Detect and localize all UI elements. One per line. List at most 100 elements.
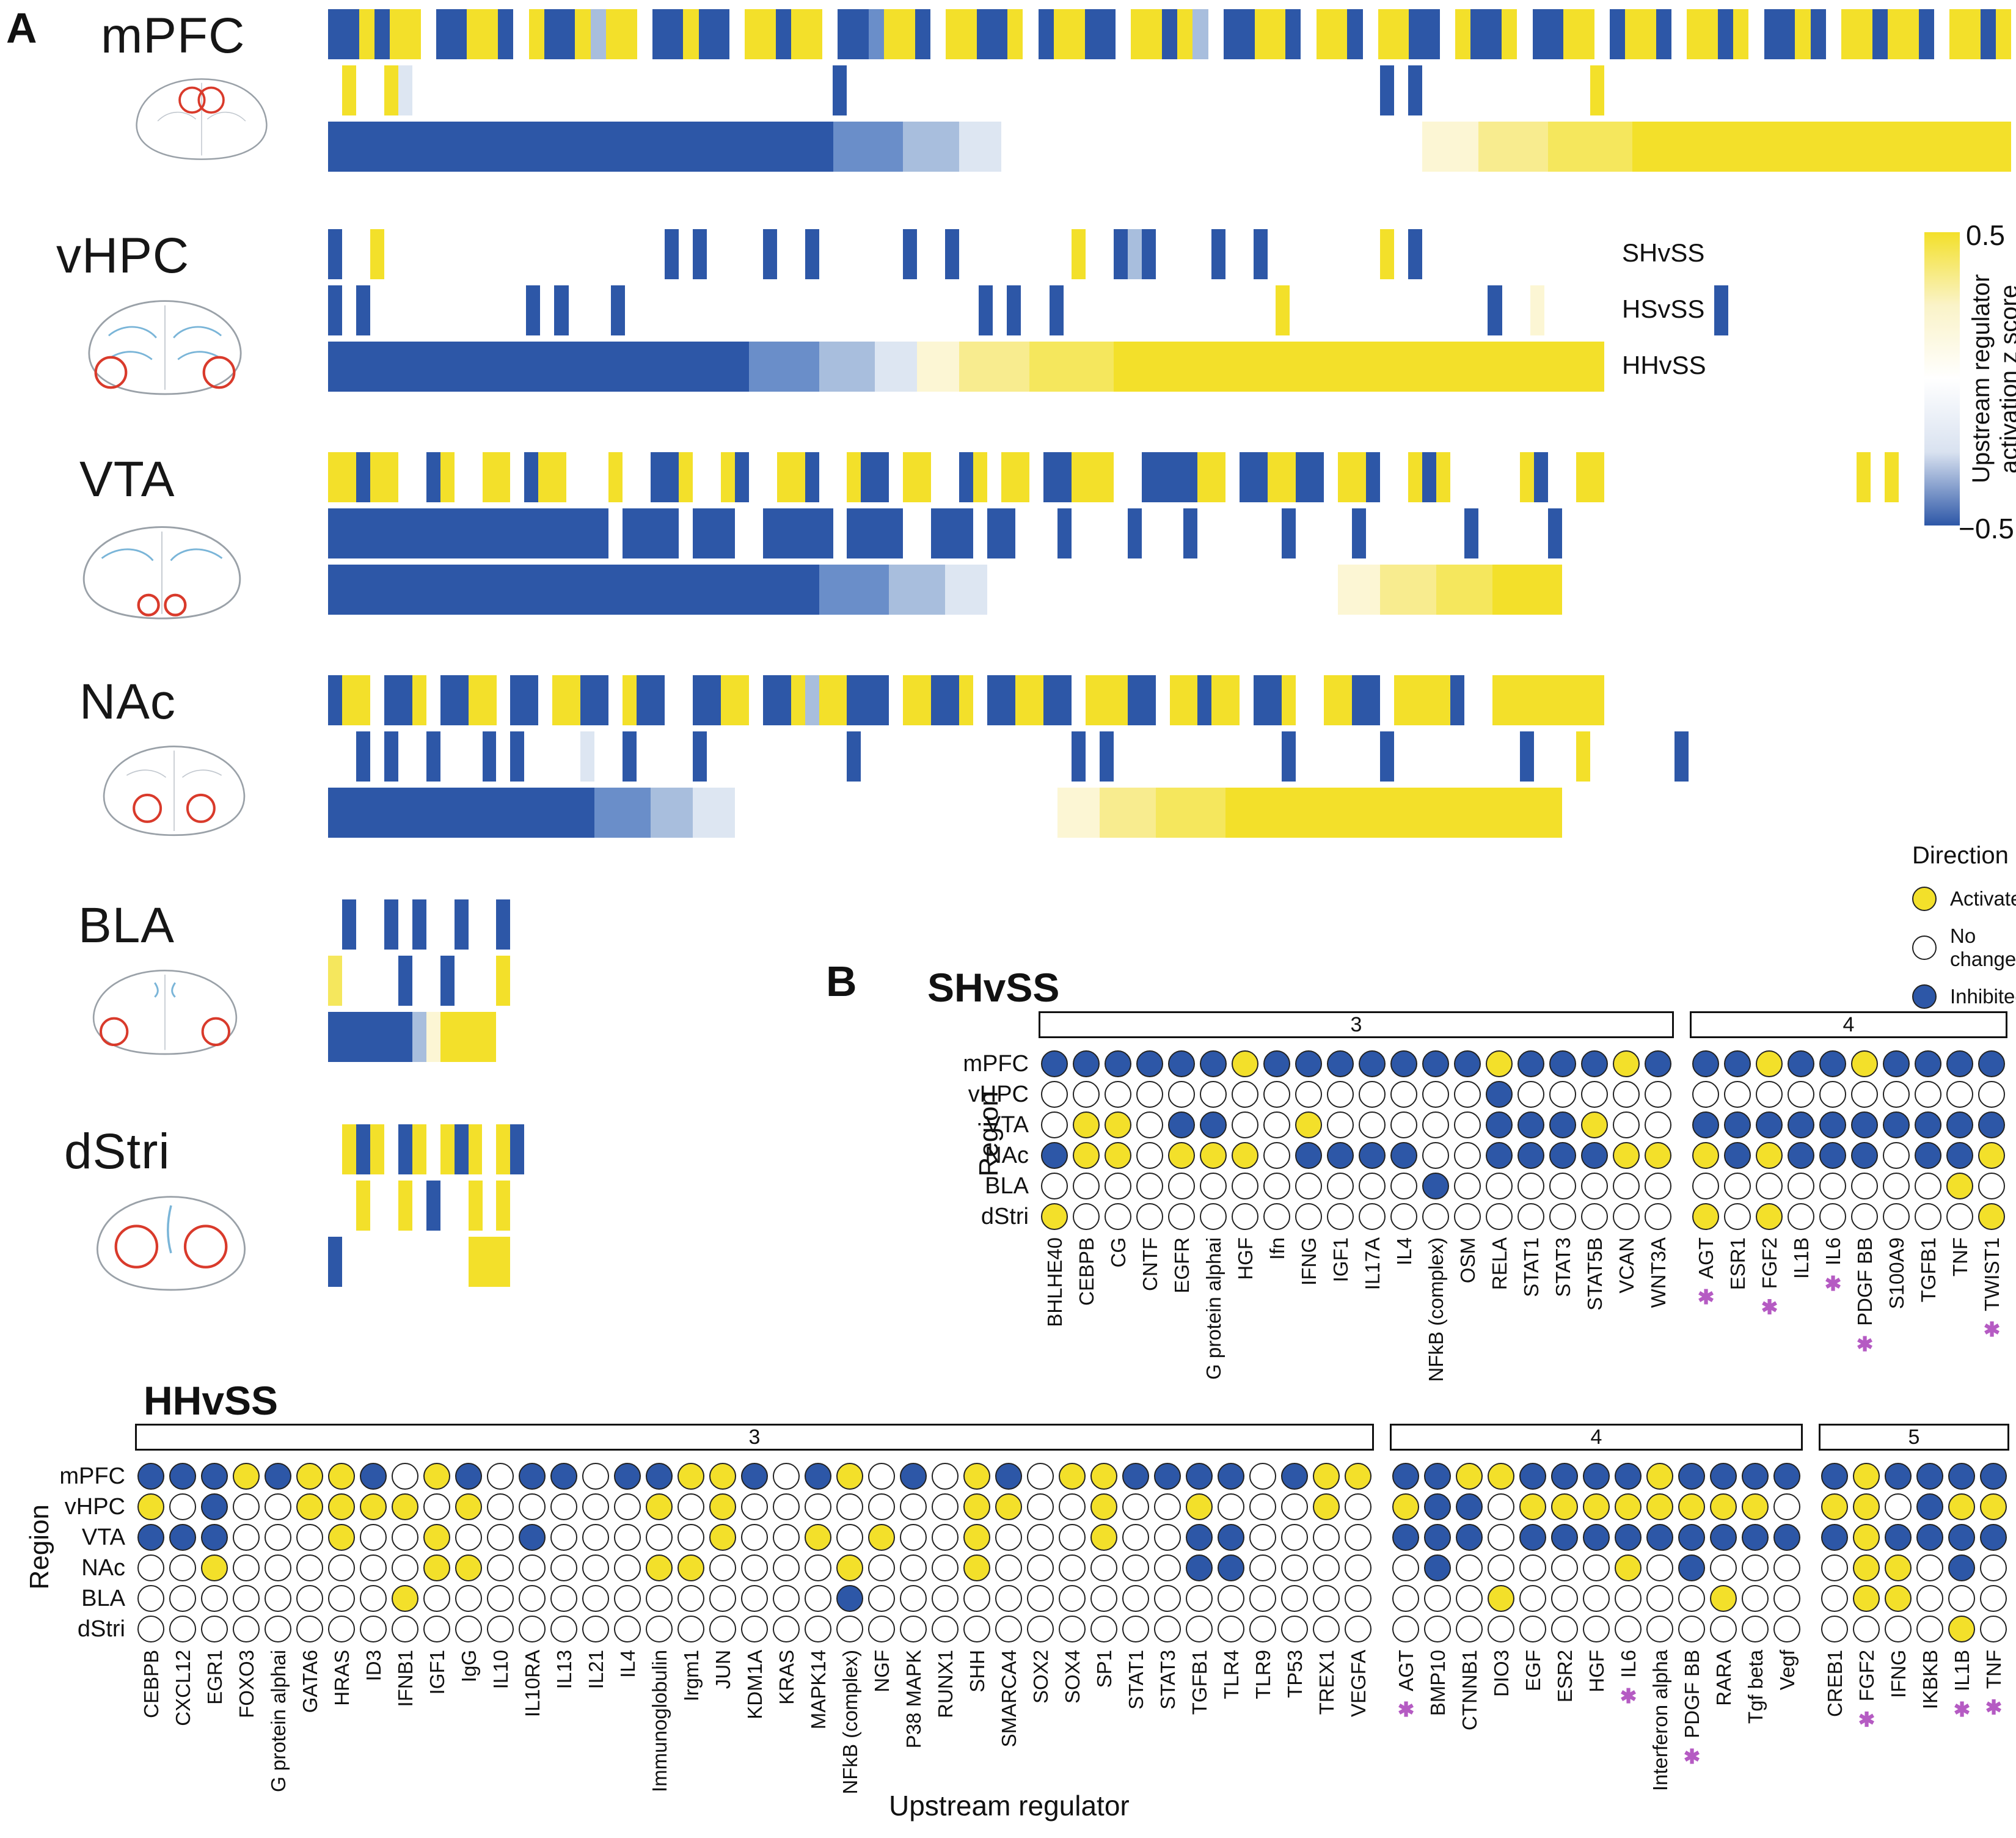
regulator-dot [1073,1050,1100,1077]
regulator-label: OSM [1456,1237,1479,1284]
heatmap-segment [776,9,792,59]
regulator-dot [169,1585,196,1612]
inhibited-swatch-icon [1912,984,1937,1009]
heatmap-segment [1534,452,1549,502]
heatmap-segment [1268,452,1296,502]
heatmap-segment [1015,508,1057,558]
regulator-dot [1154,1585,1181,1612]
heatmap-segment [1534,731,1576,782]
heatmap-segment [1464,508,1478,558]
heatmap-segment [384,675,412,725]
heatmap-segment [482,452,511,502]
regulator-label: P38 MAPK [902,1650,925,1749]
regulator-dot [1090,1616,1117,1642]
heatmap-segment [1872,9,1888,59]
heatmap-segment [1324,675,1352,725]
regulator-dot [1263,1081,1290,1108]
regulator-label: IKBKB [1919,1650,1941,1710]
facet-label: 4 [1390,1424,1803,1451]
regulator-dot [1583,1554,1610,1581]
regulator-dot [1851,1081,1878,1108]
regulator-dot [1122,1524,1149,1551]
regulator-dot [1645,1050,1671,1077]
regulator-dot [1645,1203,1671,1230]
regulator-dot [1295,1142,1322,1169]
heatmap-segment [1478,508,1549,558]
regulator-dot [1519,1585,1546,1612]
heatmap-segment [1464,675,1492,725]
heatmap-segment [819,675,847,725]
regulator-dot [1263,1050,1290,1077]
heatmap-segment [1338,565,1380,615]
heatmap-segment [1127,229,1142,279]
regulator-dot [296,1585,323,1612]
heatmap-segment [1436,452,1450,502]
heatmap-segment [749,675,763,725]
upstream-regulator-axis-title: Upstream regulator [889,1790,1130,1822]
regulator-dot [455,1493,482,1520]
regulator-dot [550,1585,577,1612]
regulator-dot [1883,1050,1910,1077]
heatmap-segment [412,1124,426,1174]
heatmap-segment [1071,452,1114,502]
regulator-dot [1742,1616,1769,1642]
regulator-dot [1392,1616,1419,1642]
regulator-dot [1678,1493,1705,1520]
heatmap-segment [1918,9,1934,59]
regulator-dot [1073,1203,1100,1230]
regulator-dot [1105,1081,1131,1108]
brain-icon-dstri [97,1196,246,1291]
regulator-dot [1773,1524,1800,1551]
heatmap-row [328,285,2011,335]
regulator-dot [1646,1524,1673,1551]
regulator-dot [1168,1111,1195,1138]
heatmap-segment [987,508,1015,558]
regulator-dot [1105,1050,1131,1077]
regulator-dot [677,1616,704,1642]
regulator-dot [1613,1081,1640,1108]
region-label: mPFC [59,1463,125,1489]
regulator-dot [1218,1585,1244,1612]
regulator-dot [709,1463,736,1490]
heatmap-segment [1625,9,1656,59]
regulator-dot [1980,1616,2007,1642]
heatmap-segment [805,229,819,279]
regulator-dot [1422,1050,1449,1077]
regulator-dot [900,1463,927,1490]
panel-b-label: B [826,957,857,1005]
regulator-dot [1821,1616,1848,1642]
heatmap-segment [973,508,987,558]
brain-icon-vhpc [88,300,242,395]
regulator-dot [1281,1493,1308,1520]
regulator-label: FOXO3 [235,1650,258,1718]
heatmap-segment [1478,122,1549,172]
heatmap-segment [412,899,426,950]
heatmap-segment [374,9,390,59]
regulator-dot [1615,1585,1642,1612]
heatmap-segment [1254,229,1268,279]
regulator-dot [1742,1463,1769,1490]
regulator-dot [1313,1524,1340,1551]
regulator-label: BHLHE40 [1043,1237,1066,1327]
region-label: NAc [985,1143,1029,1168]
regulator-dot [1041,1111,1068,1138]
regulator-dot [1773,1493,1800,1520]
heatmap-segment [1408,452,1422,502]
heatmap-segment [1810,9,1826,59]
regulator-dot [1263,1203,1290,1230]
regulator-dot [1027,1585,1054,1612]
regulator-label: TGFB1 [1917,1237,1940,1303]
regulator-dot [1327,1050,1354,1077]
regulator-dot [1851,1173,1878,1199]
heatmap-segment [1225,788,1563,838]
regulator-dot [1422,1173,1449,1199]
regulator-dot [1232,1050,1258,1077]
regulator-dot [1724,1142,1751,1169]
heatmap-segment [1733,9,1749,59]
regulator-dot [963,1524,990,1551]
regulator-label: SHH [966,1650,988,1693]
regulator-dot [1853,1585,1880,1612]
regulator-dot [1613,1203,1640,1230]
regulator-dot [392,1493,418,1520]
